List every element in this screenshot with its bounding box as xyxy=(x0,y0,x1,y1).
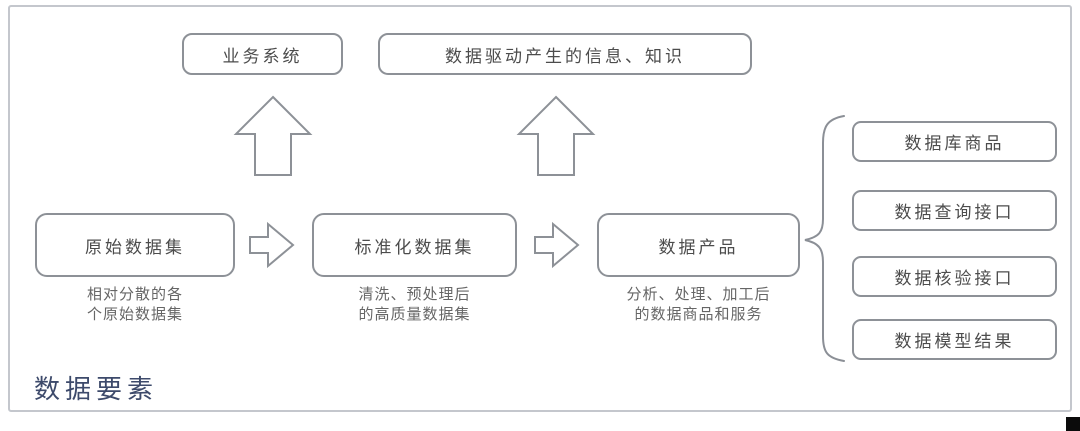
right-arrow-icon xyxy=(249,221,295,269)
right-arrow-icon xyxy=(534,221,580,269)
caption-line: 清洗、预处理后 xyxy=(358,286,471,303)
caption-line: 分析、处理、加工后 xyxy=(626,286,771,303)
diagram-frame: 业务系统 数据驱动产生的信息、知识 原始数据集 标准化数据集 数据产品 相对分散… xyxy=(8,5,1072,412)
box-data-product: 数据产品 xyxy=(597,213,800,277)
box-data-query-api: 数据查询接口 xyxy=(852,190,1057,231)
box-data-driven-knowledge: 数据驱动产生的信息、知识 xyxy=(378,33,752,75)
box-database-goods: 数据库商品 xyxy=(852,121,1057,162)
up-arrow-icon xyxy=(516,95,596,176)
box-data-model-result: 数据模型结果 xyxy=(852,319,1057,360)
caption-data-product: 分析、处理、加工后 的数据商品和服务 xyxy=(597,285,800,325)
footer-label-data-elements: 数据要素 xyxy=(34,375,159,404)
caption-line: 个原始数据集 xyxy=(86,306,183,323)
caption-line: 相对分散的各 xyxy=(86,286,183,303)
box-data-verification-api: 数据核验接口 xyxy=(852,256,1057,297)
caption-line: 的高质量数据集 xyxy=(358,306,471,323)
box-raw-dataset: 原始数据集 xyxy=(35,213,235,277)
caption-line: 的数据商品和服务 xyxy=(634,306,763,323)
curly-brace-icon xyxy=(804,115,845,362)
caption-raw-dataset: 相对分散的各 个原始数据集 xyxy=(35,285,235,325)
caption-standardized-dataset: 清洗、预处理后 的高质量数据集 xyxy=(312,285,517,325)
box-standardized-dataset: 标准化数据集 xyxy=(312,213,517,277)
up-arrow-icon xyxy=(233,95,313,176)
box-business-system: 业务系统 xyxy=(182,33,343,75)
corner-mark xyxy=(1066,417,1080,431)
